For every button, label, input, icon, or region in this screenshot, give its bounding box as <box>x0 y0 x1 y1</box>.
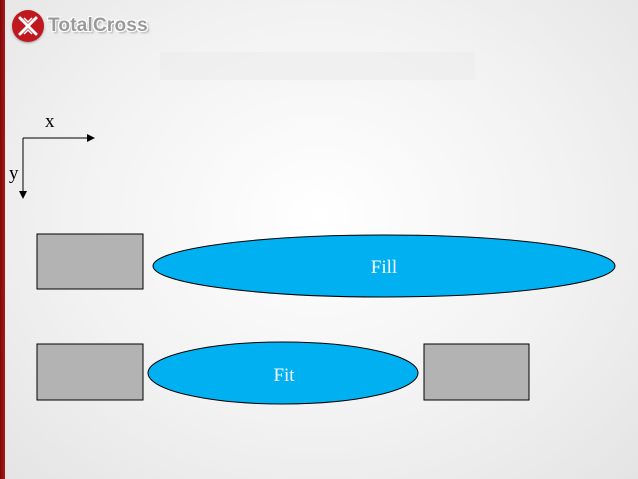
fit-right-box <box>423 343 530 401</box>
title-band <box>160 52 475 80</box>
left-accent-bar <box>0 0 5 479</box>
totalcross-logo-icon <box>12 10 44 42</box>
y-axis-label: y <box>9 163 19 184</box>
x-axis-label: x <box>45 111 55 132</box>
fit-ellipse <box>147 341 419 405</box>
fill-left-box <box>36 233 144 290</box>
fit-left-box <box>36 343 144 401</box>
fill-label: Fill <box>370 257 398 278</box>
totalcross-logo: TotalCross <box>12 10 148 42</box>
fit-label: Fit <box>273 365 295 386</box>
logo-text: TotalCross <box>48 15 148 36</box>
fill-ellipse <box>152 234 616 298</box>
